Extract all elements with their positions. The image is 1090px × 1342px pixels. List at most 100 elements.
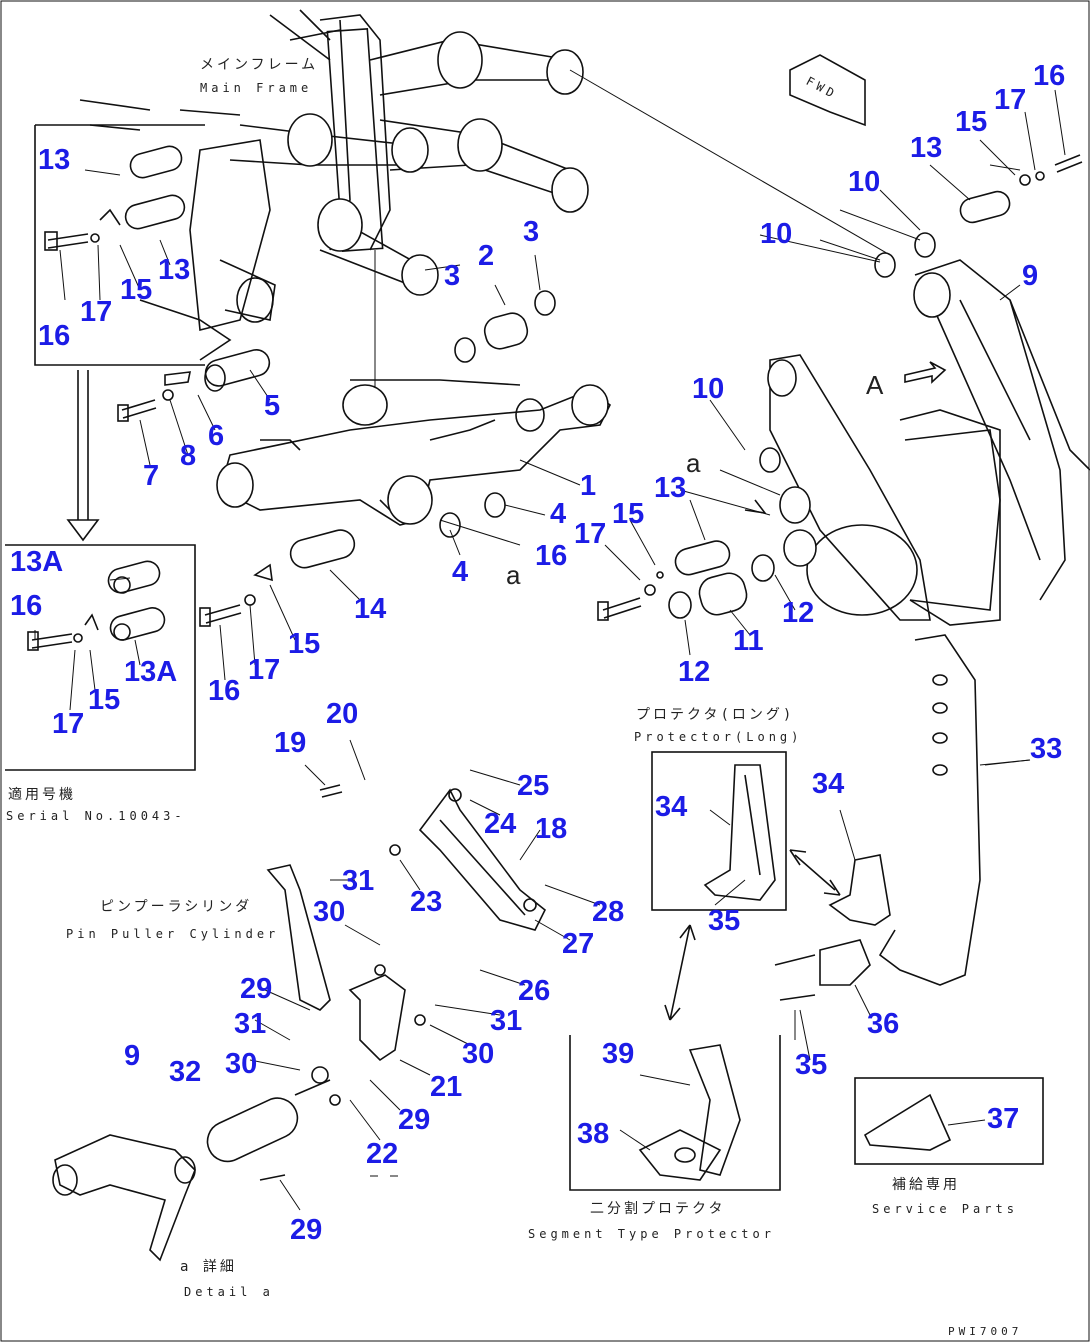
label-detail-en: Detail a: [184, 1285, 274, 1299]
protector-long-box: [651, 751, 787, 911]
part-number: 30: [313, 896, 346, 928]
part-number: 13: [38, 144, 71, 176]
protector-36: [819, 939, 871, 986]
part-number: 7: [143, 460, 160, 492]
part-number: 31: [490, 1005, 523, 1037]
plate-6: [164, 371, 192, 386]
part-number: 37: [987, 1103, 1020, 1135]
pin-puller-drawing: [206, 784, 547, 1181]
pin-5: [204, 349, 271, 387]
part-number: 9: [124, 1040, 141, 1072]
arrow-down: [66, 370, 100, 542]
pin-14: [289, 529, 356, 569]
track-frame-drawing: [759, 259, 1090, 626]
part-number: 24: [484, 808, 517, 840]
label-main-frame-en: Main Frame: [200, 81, 313, 95]
part-number: 16: [38, 320, 71, 352]
part-number: 2: [478, 240, 495, 272]
part-number: 1: [580, 470, 597, 502]
part-number: 15: [612, 498, 645, 530]
part-number: 17: [52, 708, 85, 740]
part-number: 15: [88, 684, 121, 716]
part-number: 13A: [124, 656, 178, 688]
part-number: 5: [264, 390, 281, 422]
part-number: 29: [290, 1214, 323, 1246]
double-arrow-down: [664, 924, 696, 1021]
part-number: 27: [562, 928, 595, 960]
seal-12: [751, 554, 775, 582]
part-number: 25: [517, 770, 550, 802]
arrow-a: [744, 499, 767, 515]
part-number: 3: [444, 260, 461, 292]
washer-8: [162, 389, 174, 401]
part-number: 34: [812, 768, 845, 800]
service-parts-box: [854, 1077, 1044, 1165]
detail-part-9: [54, 1134, 196, 1262]
bushing-11: [698, 572, 748, 616]
label-protector-long-jp: プロテクタ(ロング): [636, 707, 795, 723]
part-number: 35: [795, 1049, 828, 1081]
part-number: 35: [708, 905, 741, 937]
part-number: 14: [354, 593, 387, 625]
part-number: 36: [867, 1008, 900, 1040]
part-number: 4: [550, 498, 567, 530]
protector-38: [638, 1129, 722, 1181]
long-protector-drawing: [878, 634, 1031, 986]
part-37: [863, 1093, 952, 1151]
part-number: 30: [462, 1038, 495, 1070]
part-number: 32: [169, 1056, 202, 1088]
part-number: 28: [592, 896, 625, 928]
part-number: 13: [910, 132, 943, 164]
part-number: 16: [208, 675, 241, 707]
part-number: 8: [180, 440, 197, 472]
bushing-2: [483, 312, 529, 350]
label-drawing-code: PWI7007: [948, 1325, 1023, 1338]
label-main-frame-jp: メインフレーム: [200, 57, 319, 73]
part-number: 9: [1022, 260, 1039, 292]
part-number: 38: [577, 1118, 610, 1150]
arm-1-drawing: [216, 379, 612, 526]
part-number: 10: [848, 166, 881, 198]
inset-box-top: [34, 124, 205, 366]
part-number: 17: [574, 518, 607, 550]
label-pin-puller-en: Pin Puller Cylinder: [66, 927, 280, 941]
segment-protector-box: [569, 1035, 781, 1191]
part-number: 12: [678, 656, 711, 688]
part-number: 31: [342, 865, 375, 897]
double-arrow-right: [789, 849, 841, 896]
label-segment-jp: 二分割プロテクタ: [590, 1201, 726, 1217]
part-number: 18: [535, 813, 568, 845]
part-number: 16: [535, 540, 568, 572]
protector-39: [688, 1044, 741, 1176]
part-number: 17: [248, 654, 281, 686]
part-number: 16: [10, 590, 43, 622]
part-number: 17: [80, 296, 113, 328]
protector-34-inset: [703, 764, 776, 901]
part-number: 13: [158, 254, 191, 286]
seal-4: [484, 492, 506, 518]
label-service-jp: 補給専用: [892, 1177, 960, 1193]
part-number: 29: [398, 1104, 431, 1136]
label-service-en: Service Parts: [872, 1202, 1018, 1216]
inset-box-serial: [5, 544, 196, 771]
pin-13-right: [959, 190, 1011, 224]
label-serial-jp: 適用号機: [8, 787, 76, 803]
part-number: 22: [366, 1138, 399, 1170]
label-ref-a-2: a: [506, 560, 521, 590]
part-number: 15: [120, 274, 153, 306]
part-number: 34: [655, 791, 688, 823]
part-number: 6: [208, 420, 225, 452]
part-number: 19: [274, 727, 307, 759]
part-number: 26: [518, 975, 551, 1007]
part-number: 39: [602, 1038, 635, 1070]
part-number: 3: [523, 216, 540, 248]
part-number: 21: [430, 1071, 463, 1103]
fwd-arrow: [789, 54, 866, 127]
protector-34: [828, 854, 891, 926]
inset-pins-13: [44, 145, 186, 251]
arrow-view-a: [904, 361, 947, 384]
main-frame-drawing: [79, 9, 589, 390]
label-view-a: A: [866, 370, 884, 400]
